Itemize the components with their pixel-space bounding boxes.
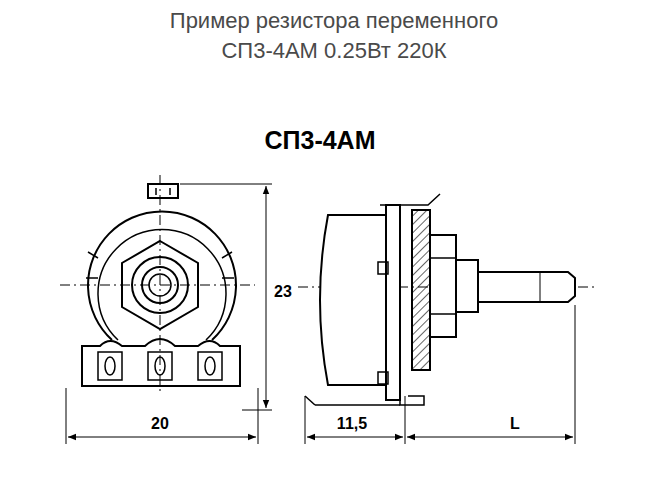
dimension-lines-part xyxy=(242,410,272,411)
center-lines-part xyxy=(60,285,255,286)
dimension-value: 23 xyxy=(272,283,294,301)
side-view-part xyxy=(430,235,456,337)
dimension-lines-part xyxy=(407,437,573,438)
side-view-part xyxy=(305,396,315,405)
side-view-part xyxy=(400,385,424,405)
front-view-part xyxy=(82,339,240,386)
dimension-lines-part xyxy=(66,388,67,444)
model-name: СП3-4АМ xyxy=(264,126,375,155)
dimension-lines-part xyxy=(305,396,306,444)
center-lines-part xyxy=(160,175,161,395)
dimension-lines-part xyxy=(180,184,272,185)
front-view-part xyxy=(148,184,178,198)
dimension-lines-part xyxy=(307,437,403,438)
side-view-part xyxy=(412,210,430,370)
side-view-part xyxy=(456,260,478,312)
side-view-part xyxy=(430,257,456,259)
side-view-part xyxy=(430,313,456,315)
side-view-part xyxy=(378,372,388,384)
side-view-part xyxy=(315,404,400,406)
side-view-part xyxy=(478,272,575,302)
dimension-lines-part xyxy=(68,437,256,438)
dimension-value: L xyxy=(508,415,522,433)
dimension-lines-part xyxy=(266,186,267,408)
dimension-value: 11,5 xyxy=(335,415,369,433)
dimension-lines xyxy=(66,184,575,444)
front-view-part xyxy=(88,211,236,340)
title: Пример резистора переменного СП3-4АМ 0.2… xyxy=(144,6,524,66)
front-view-part xyxy=(155,188,157,195)
side-view xyxy=(305,194,575,405)
side-view-part xyxy=(540,272,541,302)
dimension-lines-part xyxy=(405,396,406,444)
front-view-part xyxy=(105,357,115,375)
center-lines xyxy=(60,175,598,395)
dimension-lines-part xyxy=(575,305,576,444)
front-view-part xyxy=(169,188,171,195)
side-view-part xyxy=(386,205,400,400)
dimension-lines-part xyxy=(258,388,259,444)
side-view-part xyxy=(380,194,440,205)
side-view-part xyxy=(320,215,386,385)
side-view-part xyxy=(378,262,388,274)
front-view-part xyxy=(205,357,215,375)
dimension-value: 20 xyxy=(149,415,171,433)
